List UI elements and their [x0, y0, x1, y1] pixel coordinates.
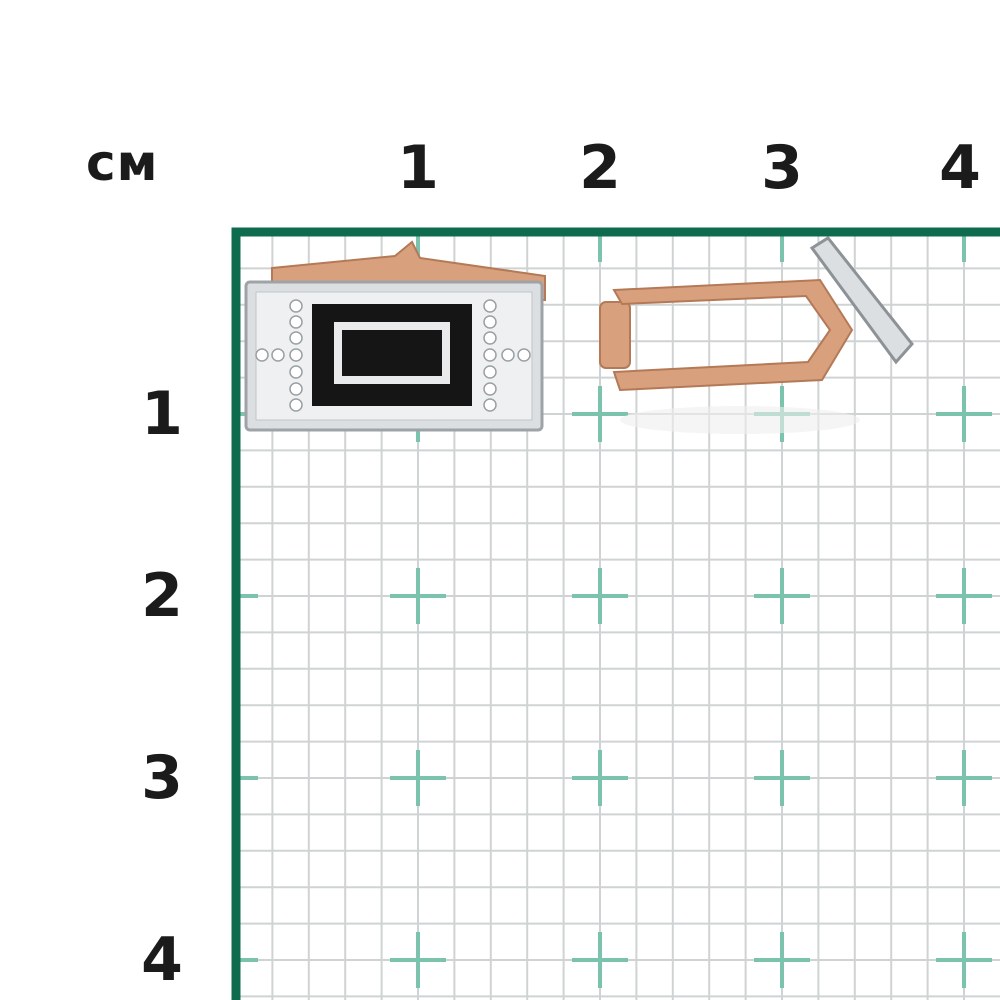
grid-cross — [390, 750, 446, 806]
gold-frame — [612, 278, 854, 392]
grid-cross — [572, 568, 628, 624]
stone-column-right — [483, 299, 531, 412]
grid-cross — [754, 568, 810, 624]
grid-cross — [936, 932, 992, 988]
grid-cross — [572, 750, 628, 806]
grid-cross — [936, 386, 992, 442]
grid-cross — [754, 932, 810, 988]
grid-cross — [754, 750, 810, 806]
silver-toggle — [809, 236, 914, 365]
grid-cross — [572, 932, 628, 988]
grid-cross — [390, 568, 446, 624]
x-tick-4: 4 — [939, 133, 981, 203]
grid-cross — [936, 568, 992, 624]
cufflink-side — [599, 236, 914, 434]
x-tick-2: 2 — [579, 133, 621, 203]
cufflink-front — [244, 240, 546, 432]
y-tick-3: 3 — [141, 743, 183, 813]
y-tick-1: 1 — [141, 379, 183, 449]
ruler-frame — [231, 227, 1000, 1000]
stone-column-left — [255, 299, 303, 412]
y-tick-4: 4 — [141, 925, 183, 995]
grid-cross — [936, 750, 992, 806]
x-tick-3: 3 — [761, 133, 803, 203]
gold-hinge — [599, 301, 631, 369]
grid-cross — [390, 932, 446, 988]
unit-label: см — [86, 134, 159, 192]
x-tick-1: 1 — [397, 133, 439, 203]
y-tick-2: 2 — [141, 561, 183, 631]
grid-cross — [572, 386, 628, 442]
